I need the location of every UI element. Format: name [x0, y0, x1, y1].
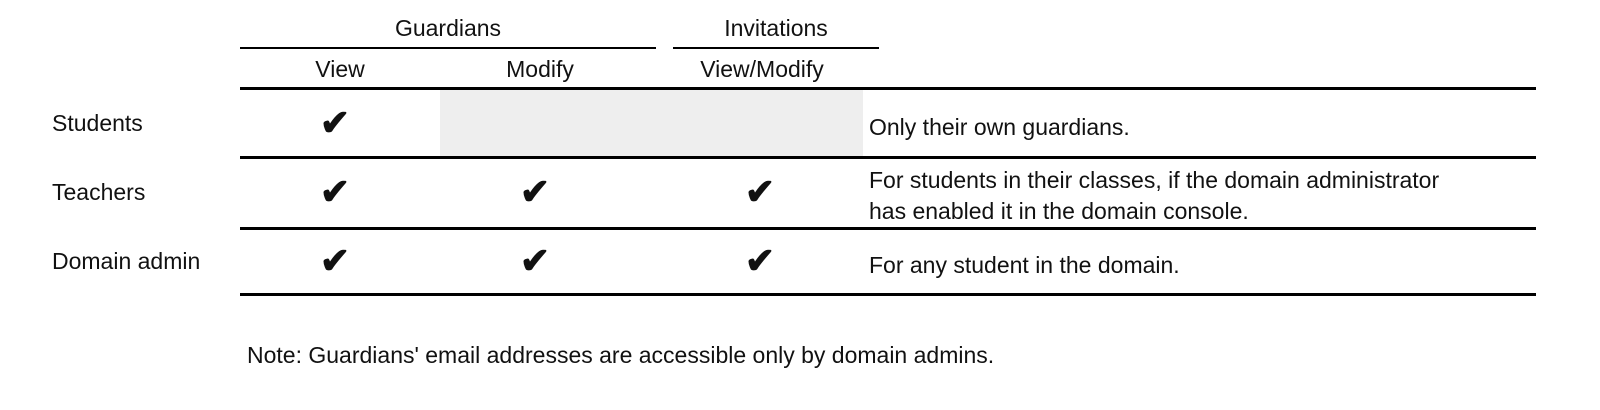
table-rule-header: [240, 87, 1536, 90]
check-icon-teachers-guardians-view: ✔: [319, 171, 351, 212]
row-label-teachers: Teachers: [52, 179, 146, 205]
table-rule-after-students: [240, 156, 1536, 159]
check-icon-teachers-invitations: ✔: [744, 171, 776, 212]
row-label-domain-admin: Domain admin: [52, 248, 201, 274]
row-description-students: Only their own guardians.: [869, 114, 1130, 140]
cell-students-modify-disabled: [440, 90, 863, 156]
column-group-header-guardians: Guardians: [394, 15, 502, 41]
check-icon-domain-admin-guardians-modify: ✔: [519, 240, 551, 281]
column-header-invitations-view-modify: View/Modify: [700, 56, 824, 82]
check-icon-students-guardians-view: ✔: [319, 102, 351, 143]
row-description-domain-admin: For any student in the domain.: [869, 252, 1180, 278]
column-group-header-invitations: Invitations: [724, 15, 828, 41]
group-rule-invitations: [673, 47, 879, 49]
check-icon-domain-admin-guardians-view: ✔: [319, 240, 351, 281]
table-rule-after-teachers: [240, 227, 1536, 230]
check-icon-teachers-guardians-modify: ✔: [519, 171, 551, 212]
row-description-teachers: For students in their classes, if the do…: [869, 167, 1440, 224]
column-header-guardians-modify: Modify: [506, 56, 574, 82]
row-label-students: Students: [52, 110, 143, 136]
table-footnote: Note: Guardians' email addresses are acc…: [247, 342, 995, 368]
check-icon-domain-admin-invitations: ✔: [744, 240, 776, 281]
group-rule-guardians: [240, 47, 656, 49]
table-rule-bottom: [240, 293, 1536, 296]
column-header-guardians-view: View: [315, 56, 365, 82]
